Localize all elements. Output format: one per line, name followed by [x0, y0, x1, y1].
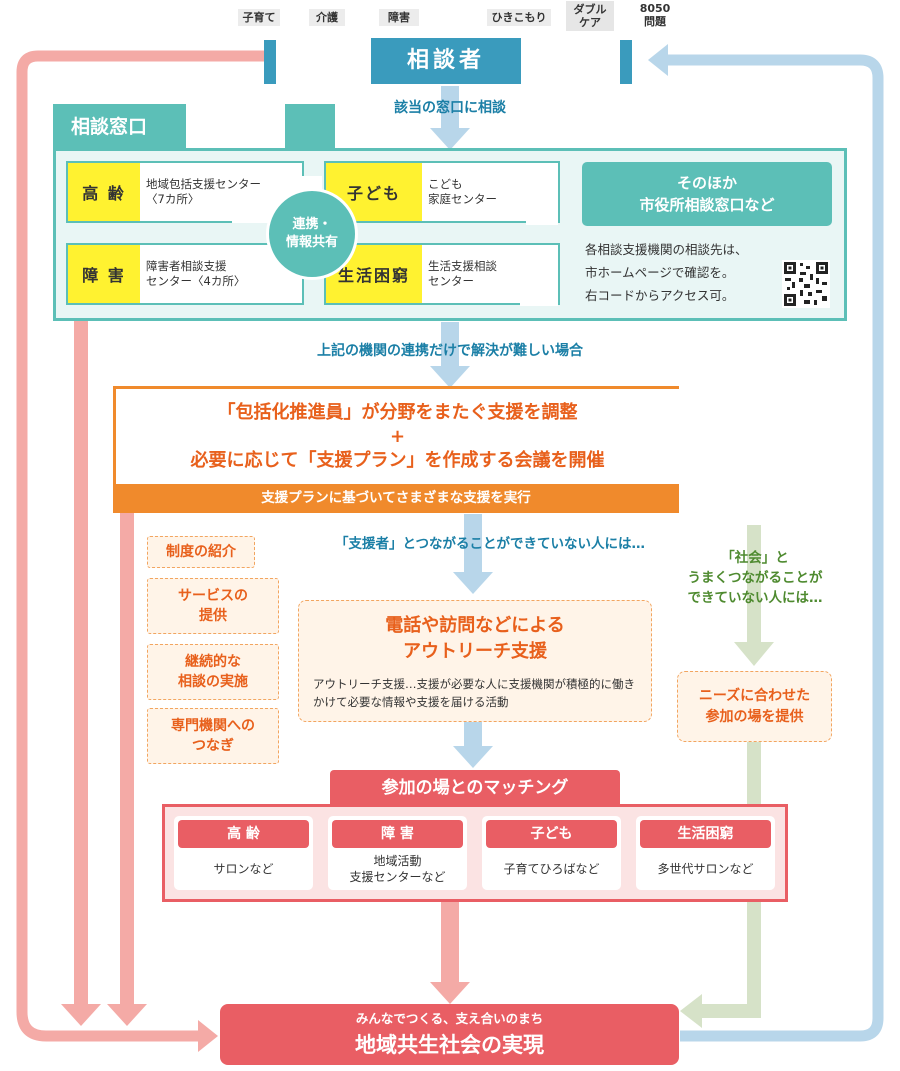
match-body: 地域活動 支援センターなど [349, 854, 446, 884]
org-desc-kourei: 地域包括支援センター 〈7カ所〉 [146, 177, 261, 206]
tag-shougai: 障害 [379, 9, 419, 26]
org-head-shougai: 障 害 [68, 245, 140, 303]
callout-keizoku: 継続的な 相談の実施 [147, 644, 279, 700]
outer-right-loop [668, 54, 884, 1042]
needs-box: ニーズに合わせた 参加の場を提供 [677, 671, 832, 742]
outreach-box: 電話や訪問などによる アウトリーチ支援 アウトリーチ支援…支援が必要な人に支援機… [298, 600, 652, 722]
org-head-kourei: 高 齢 [68, 163, 140, 221]
tag-hikikomori: ひきこもり [487, 9, 551, 26]
step-difficult-label: 上記の機関の連携だけで解決が難しい場合 [317, 343, 583, 359]
other-note-text: 各相談支援機関の相談先は、 市ホームページで確認を。 右コードからアクセス可。 [585, 242, 748, 303]
outer-left-loop [16, 50, 272, 1042]
tag-8050: 8050 問題 [633, 0, 677, 30]
plan-line2: 必要に応じて「支援プラン」を作成する会議を開催 [190, 450, 605, 471]
outer-left-arrow [198, 1020, 218, 1052]
org-kodomo: 子ども こども 家庭センター [324, 161, 560, 223]
placeholder-square [520, 280, 558, 306]
callout-senmon: 専門機関への つなぎ [147, 708, 279, 764]
org-desc-shougai: 障害者相談支援 センター〈4カ所〉 [146, 259, 246, 288]
other-counter-box: そのほか 市役所相談窓口など [582, 162, 832, 226]
org-koureisha: 高 齢 地域包括支援センター 〈7カ所〉 [66, 161, 304, 223]
madoguchi-title: 相談窓口 [53, 104, 186, 150]
match-head: 高 齢 [178, 820, 309, 848]
placeholder-square [232, 195, 268, 223]
consultee-bracket-left [264, 40, 276, 84]
arrow-to-needs [734, 642, 774, 666]
arrow-to-matching [453, 746, 493, 768]
tag-double-care: ダブル ケア [566, 1, 614, 31]
madoguchi-tab-deco [285, 104, 335, 150]
plan-execute-bar: 支援プランに基づいてさまざまな支援を実行 [113, 484, 679, 513]
step-consult-label: 該当の窓口に相談 [394, 100, 506, 116]
match-card-seikatsu: 生活困窮 多世代サロンなど [636, 816, 775, 890]
match-body: 多世代サロンなど [657, 862, 754, 876]
arrow-to-goal [430, 982, 470, 1004]
match-body: サロンなど [213, 862, 274, 876]
plan-line1: 「包括化推進員」が分野をまたぐ支援を調整 [217, 402, 578, 423]
tag-kosodate: 子育て [238, 9, 280, 26]
plan-plus: + [389, 426, 406, 447]
arrow-left1-down [61, 1004, 101, 1026]
placeholder-square [250, 275, 286, 303]
match-head: 生活困窮 [640, 820, 771, 848]
arrow-green-to-goal [680, 994, 702, 1028]
goal-subtitle: みんなでつくる、支え合いのまち [355, 1011, 544, 1026]
org-desc-seikatsu: 生活支援相談 センター [428, 259, 497, 288]
goal-box: みんなでつくる、支え合いのまち 地域共生社会の実現 [220, 1004, 679, 1065]
match-head: 障 害 [332, 820, 463, 848]
plan-box: 「包括化推進員」が分野をまたぐ支援を調整 + 必要に応じて「支援プラン」を作成す… [113, 386, 679, 485]
matching-title: 参加の場とのマッチング [330, 770, 620, 806]
match-card-kodomo: 子ども 子育てひろばなど [482, 816, 621, 890]
arrow-left2-down [107, 1004, 147, 1026]
outreach-title: 電話や訪問などによる アウトリーチ支援 [385, 615, 565, 662]
match-body: 子育てひろばなど [503, 862, 600, 876]
arrow-to-madoguchi [430, 128, 470, 150]
renkei-circle: 連携・ 情報共有 [266, 188, 358, 280]
arrow-to-plan [430, 366, 470, 388]
org-head-kodomo: 子ども [326, 163, 422, 221]
step-not-connected-label: 「支援者」とつながることができていない人には… [335, 536, 645, 552]
goal-title: 地域共生社会の実現 [355, 1033, 544, 1057]
society-label: 「社会」と うまくつながることが できていない人には… [687, 550, 823, 606]
placeholder-square [526, 195, 558, 225]
match-card-shougai: 障 害 地域活動 支援センターなど [328, 816, 467, 890]
match-card-kourei: 高 齢 サロンなど [174, 816, 313, 890]
qr-code-icon[interactable] [782, 260, 830, 308]
match-head: 子ども [486, 820, 617, 848]
consultee-box: 相談者 [371, 38, 521, 84]
callout-service: サービスの 提供 [147, 578, 279, 634]
consultee-bracket-right [620, 40, 632, 84]
tag-kaigo: 介護 [309, 9, 345, 26]
callout-seido: 制度の紹介 [147, 536, 255, 568]
outer-right-arrow [648, 44, 668, 76]
outreach-desc: アウトリーチ支援…支援が必要な人に支援機関が積極的に働きかけて必要な情報や支援を… [313, 677, 635, 709]
arrow-to-outreach [453, 572, 493, 594]
org-desc-kodomo: こども 家庭センター [428, 177, 497, 206]
